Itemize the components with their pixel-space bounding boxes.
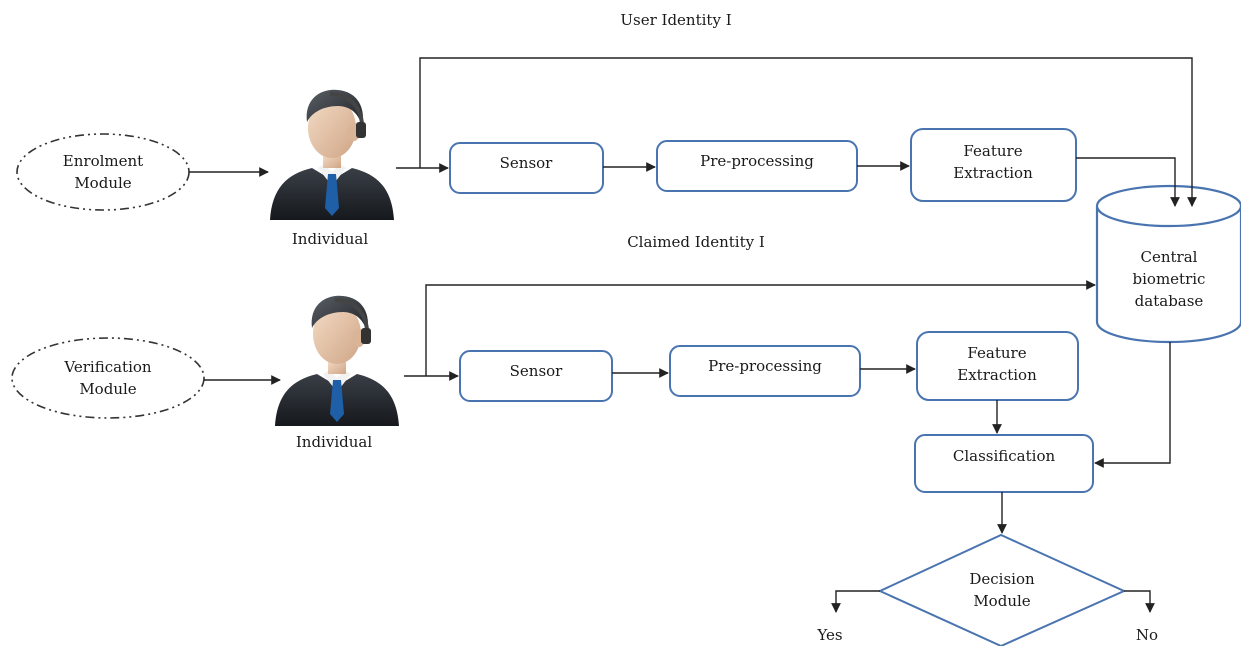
enrolment-module-node (16, 133, 190, 211)
classification-box (914, 434, 1094, 493)
verification-feature-label-line2: Extraction (957, 366, 1037, 384)
database-label-line1: Central (1141, 248, 1198, 266)
verification-individual-icon (273, 293, 401, 428)
enrolment-module-label-line1: Enrolment (63, 152, 143, 170)
enrolment-feature-label-line1: Feature (963, 142, 1022, 160)
verification-sensor-box (459, 350, 613, 402)
central-database-cylinder (1095, 184, 1241, 344)
enrolment-feature-label-line2: Extraction (953, 164, 1033, 182)
enrolment-preprocessing-label: Pre-processing (700, 152, 814, 170)
verification-preprocessing-label: Pre-processing (708, 357, 822, 375)
decision-module-diamond (877, 533, 1127, 646)
connectors (189, 57, 1197, 613)
claimed-identity-label: Claimed Identity I (627, 233, 765, 251)
verification-preprocessing-box (669, 345, 861, 397)
verification-individual-label: Individual (296, 433, 372, 451)
verification-module-label-line1: Verification (63, 358, 152, 376)
enrolment-sensor-box (449, 142, 604, 194)
verification-sensor-label: Sensor (510, 362, 564, 380)
decision-yes-label: Yes (816, 626, 842, 644)
database-label-line3: database (1135, 292, 1204, 310)
verification-module-label-line2: Module (79, 380, 136, 398)
decision-no-label: No (1136, 626, 1158, 644)
enrolment-individual-label: Individual (292, 230, 368, 248)
enrolment-feature-extraction-box (910, 128, 1077, 202)
enrolment-individual-icon (268, 87, 396, 222)
decision-label-line2: Module (973, 592, 1030, 610)
classification-label: Classification (953, 447, 1056, 465)
enrolment-module-label-line2: Module (74, 174, 131, 192)
database-label-line2: biometric (1133, 270, 1206, 288)
decision-label-line1: Decision (969, 570, 1035, 588)
enrolment-sensor-label: Sensor (500, 154, 554, 172)
user-identity-label: User Identity I (620, 11, 731, 29)
verification-module-node (11, 337, 205, 419)
verification-feature-label-line1: Feature (967, 344, 1026, 362)
